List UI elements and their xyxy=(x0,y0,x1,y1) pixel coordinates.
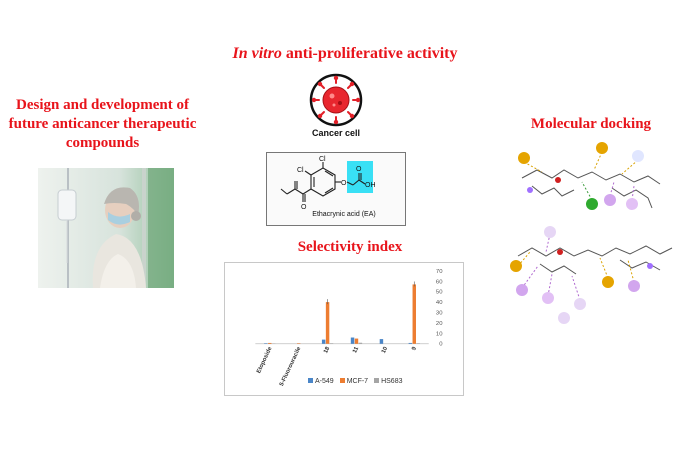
y-tick-label: 10 xyxy=(436,331,443,337)
atom-cl1: Cl xyxy=(319,156,326,163)
docking-diagram-bottom xyxy=(510,226,673,324)
legend-item-mcf-7: MCF-7 xyxy=(339,378,369,385)
legend-swatch xyxy=(374,378,380,383)
bar-hs683-11 xyxy=(358,342,363,344)
legend-label: A-549 xyxy=(315,378,334,385)
category-label: 9 xyxy=(411,345,418,351)
bar-a-549-18 xyxy=(321,339,326,344)
selectivity-title: Selectivity index xyxy=(297,239,403,255)
legend-label: HS683 xyxy=(381,378,403,385)
y-tick-label: 20 xyxy=(436,321,443,327)
category-label: 11 xyxy=(352,345,360,354)
y-tick-label: 0 xyxy=(439,342,443,348)
invitro-rest: anti-proliferative activity xyxy=(281,45,458,62)
atom-oh: OH xyxy=(365,182,376,189)
legend-swatch xyxy=(339,378,345,383)
bar-a-549-10 xyxy=(379,339,384,344)
bar-mcf-7-etoposide xyxy=(268,342,272,344)
bar-mcf-7-5-fluorouracile xyxy=(296,343,301,344)
ethacrynic-acid-label: Ethacrynic acid (EA) xyxy=(312,211,376,218)
legend-swatch xyxy=(308,378,313,383)
bar-mcf-7-9 xyxy=(412,284,416,344)
legend-item-hs683: HS683 xyxy=(374,378,402,385)
bar-hs683-9 xyxy=(416,343,420,344)
atom-o-carbonyl: O xyxy=(356,166,362,173)
bar-a-549-9 xyxy=(408,342,413,344)
bar-mcf-7-18 xyxy=(325,302,330,344)
bar-a-549-etoposide xyxy=(264,343,268,344)
category-label: 18 xyxy=(323,345,332,354)
design-title: Design and development of future antican… xyxy=(8,97,197,151)
ethacrynic-acid-structure: Cl Cl O O OH O Ethacrynic acid (EA) xyxy=(266,152,406,226)
docking-title: Molecular docking xyxy=(530,116,652,132)
cancer-cell-icon xyxy=(309,73,363,127)
atom-o-ketone: O xyxy=(301,204,307,211)
category-label: 10 xyxy=(381,345,390,354)
legend-item-a-549: A-549 xyxy=(308,378,334,385)
bar-mcf-7-11 xyxy=(354,338,359,344)
y-tick-label: 60 xyxy=(436,279,443,285)
category-label: 5-Fluorouracile xyxy=(279,345,303,387)
y-tick-label: 30 xyxy=(436,311,443,317)
docking-diagram-top xyxy=(518,142,661,210)
category-label: Etoposide xyxy=(256,345,274,374)
y-tick-label: 70 xyxy=(436,269,443,275)
y-tick-label: 50 xyxy=(436,290,443,296)
cancer-cell-label: Cancer cell xyxy=(311,128,361,138)
chart-legend: A-549 MCF-7 HS683 xyxy=(308,378,402,385)
atom-o-ring: O xyxy=(341,180,347,187)
y-tick-label: 40 xyxy=(436,300,443,306)
bar-a-549-11 xyxy=(350,337,355,344)
legend-label: MCF-7 xyxy=(346,378,369,385)
carboxyl-highlight xyxy=(347,161,373,193)
atom-cl2: Cl xyxy=(297,167,304,174)
invitro-italic: In vitro xyxy=(232,45,282,62)
bar-hs683-18 xyxy=(329,343,334,344)
invitro-title: In vitro anti-proliferative activity xyxy=(190,44,500,63)
patient-photo xyxy=(38,168,174,288)
